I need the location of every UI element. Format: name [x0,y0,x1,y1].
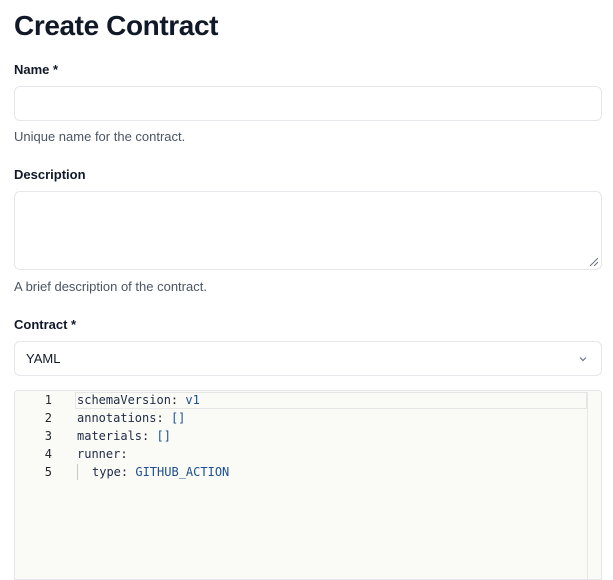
code-text: schemaVersion: v1 [77,391,200,409]
yaml-key: annotations [77,411,157,425]
yaml-value: v1 [185,393,200,407]
code-line: 2 annotations: [] [15,409,601,427]
code-line: 5 type: GITHUB_ACTION [15,463,601,481]
page-title: Create Contract [14,10,219,41]
yaml-key: schemaVersion [77,393,171,407]
yaml-separator: : [120,465,136,479]
code-text: annotations: [] [77,409,185,427]
name-input[interactable] [14,86,602,121]
indent-guide [77,464,78,480]
line-number: 3 [44,429,52,443]
yaml-separator: : [120,447,128,461]
code-text: type: GITHUB_ACTION [92,463,229,481]
description-hint: A brief description of the contract. [14,279,207,294]
description-textarea[interactable] [14,191,602,270]
code-line: 4 runner: [15,445,601,463]
code-line: 1 schemaVersion: v1 [15,391,601,409]
line-number: 2 [44,411,52,425]
editor-scrollbar-track[interactable] [587,392,588,579]
contract-format-value: YAML [26,351,61,366]
yaml-key: materials [77,429,143,443]
contract-format-select[interactable]: YAML [14,341,602,376]
yaml-value: [] [156,429,171,443]
yaml-separator: : [170,393,186,407]
yaml-key: type [92,465,121,479]
chevron-down-icon [579,357,587,362]
yaml-value: GITHUB_ACTION [135,465,230,479]
line-number: 5 [44,465,52,479]
yaml-separator: : [156,411,171,425]
description-label: Description [14,167,86,182]
yaml-key: runner [77,447,121,461]
line-number: 1 [44,393,52,407]
line-number: 4 [44,447,52,461]
yaml-value: [] [170,411,186,425]
code-text: materials: [] [77,427,171,445]
code-line: 3 materials: [] [15,427,601,445]
name-label: Name * [14,62,59,77]
contract-code-editor[interactable]: 1 schemaVersion: v1 2 annotations: [] 3 … [14,390,602,580]
code-text: runner: [77,445,128,463]
active-line-highlight [75,392,587,409]
yaml-separator: : [142,429,157,443]
contract-label: Contract * [14,317,77,332]
name-hint: Unique name for the contract. [14,129,186,144]
resize-handle-icon[interactable] [590,258,598,266]
